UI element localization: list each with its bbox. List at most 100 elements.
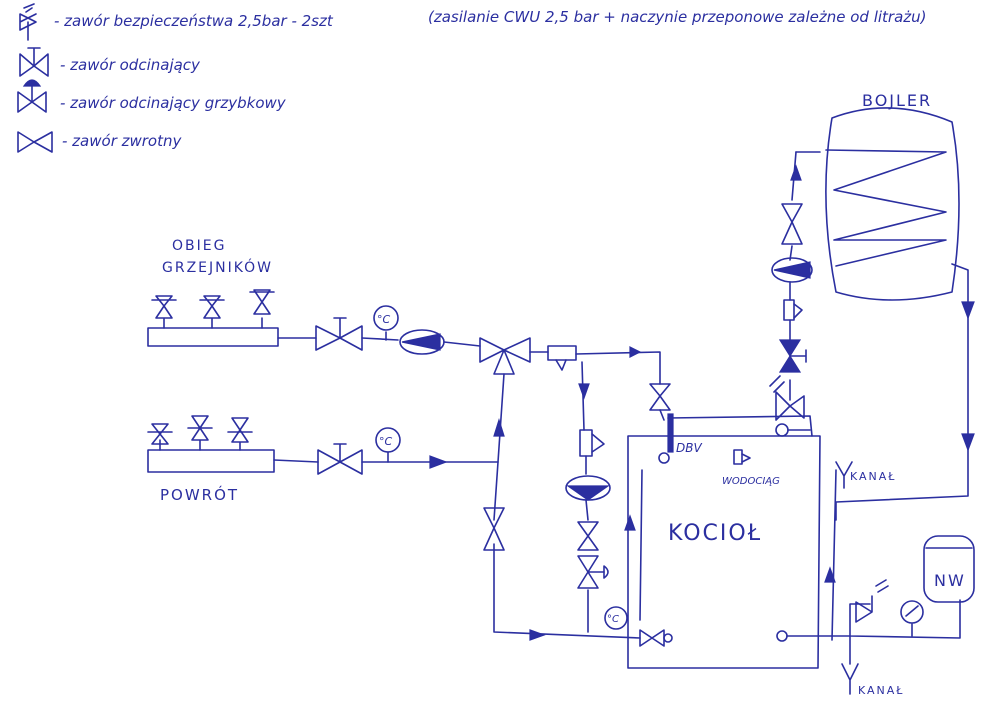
- return-thermometer: °C: [375, 427, 401, 463]
- supply-manifold-valve-3: [249, 289, 275, 329]
- return-manifold-valve-2: [187, 415, 213, 451]
- return-manifold-valve-1: [147, 423, 173, 451]
- flow-arrow-down-mid: [578, 383, 590, 400]
- furnace-outline: [627, 435, 821, 669]
- expansion-group: NW KANAŁ: [841, 535, 975, 697]
- flow-arrow-down-boiler: [961, 301, 975, 320]
- filter-icon: [579, 429, 593, 457]
- bypass-pipe: [493, 373, 641, 639]
- legend-note-line1: (zasilanie CWU 2,5 bar + naczynie przepo…: [428, 8, 927, 26]
- supply-thermometer: °C: [373, 305, 399, 341]
- radiator-supply-label-1: OBIEG: [172, 238, 226, 254]
- shutoff-valve-icon: [19, 47, 49, 77]
- furnace-return-line: °C: [565, 361, 673, 647]
- mixer-actuator: [547, 345, 577, 361]
- flow-arrow-up-furnace-left: [624, 514, 636, 531]
- return-label: POWRÓT: [160, 485, 239, 504]
- supply-pump-icon: [399, 329, 445, 355]
- mid-mushroom-valve: [577, 555, 609, 589]
- flow-arrow-up-furnace-right: [824, 566, 836, 583]
- mushroom-shutoff-valve-icon: [17, 79, 47, 113]
- legend-check-valve-text: - zawór zwrotny: [62, 132, 183, 150]
- drain-bottom-icon: [841, 663, 859, 695]
- supply-manifold-valve-1: [151, 295, 177, 329]
- drain-right-icon: [835, 461, 853, 489]
- furnace-supply-check-valve: [649, 383, 671, 411]
- supply-manifold-valve-2: [199, 295, 225, 329]
- supply-shutoff-valve: [315, 317, 363, 351]
- furnace-side-pipes: [639, 469, 837, 641]
- filter-arrow: [591, 433, 605, 453]
- drain-right-label: KANAŁ: [850, 470, 896, 483]
- expansion-pipe: [849, 599, 961, 639]
- water-mains-arrow: [741, 453, 751, 463]
- supply-manifold: [147, 327, 279, 347]
- water-mains-label: WODOCIĄG: [722, 476, 780, 487]
- return-pipe: [273, 459, 499, 463]
- legend-safety-valve-text: - zawór bezpieczeństwa 2,5bar - 2szt: [54, 12, 334, 30]
- radiator-return-circuit: POWRÓT °C: [147, 415, 499, 504]
- expansion-vessel: NW: [923, 535, 975, 603]
- return-shutoff-valve: [317, 443, 363, 475]
- radiator-supply-circuit: OBIEG GRZEJNIKÓW °C: [147, 238, 661, 385]
- flow-arrow-up-cwu: [790, 164, 802, 181]
- cwu-check-valve: [781, 203, 803, 245]
- drain-right: KANAŁ: [835, 461, 896, 489]
- pressure-gauge: [900, 600, 924, 637]
- flow-arrow-right-bottom: [529, 629, 546, 641]
- legend-shutoff-valve-text: - zawór odcinający: [60, 56, 201, 74]
- actuator-leg: [555, 359, 567, 371]
- flow-arrow-up-bypass: [493, 417, 505, 437]
- furnace-top-pipe: [667, 415, 813, 437]
- mid-thermometer-label: °C: [607, 614, 619, 625]
- boiler: BOJLER: [825, 91, 975, 521]
- cwu-shutoff-valve: [778, 339, 807, 373]
- mid-check-valve: [577, 521, 599, 551]
- dbv-port: [658, 452, 670, 464]
- mid-thermometer: °C: [604, 606, 628, 630]
- flow-arrow-left: [629, 346, 642, 358]
- hot-water-line: [769, 151, 821, 437]
- drain-bottom: KANAŁ: [841, 663, 904, 697]
- return-manifold-valve-3: [227, 417, 253, 451]
- supply-pipe: [277, 337, 399, 341]
- dbv-label: DBV: [676, 441, 702, 455]
- expansion-safety-valve: [855, 579, 889, 623]
- cwu-filter-arrow: [793, 303, 803, 319]
- cwu-furnace-port: [775, 423, 789, 437]
- return-manifold: [147, 449, 275, 473]
- supply-thermometer-label: °C: [377, 313, 391, 326]
- dbv-valve: [667, 413, 674, 453]
- legend: - zawór bezpieczeństwa 2,5bar - 2szt - z…: [17, 3, 927, 153]
- check-valve-icon: [17, 131, 53, 153]
- return-thermometer-label: °C: [379, 435, 393, 448]
- flow-arrow-right: [429, 455, 448, 469]
- return-from-furnace-pipe: [575, 351, 661, 385]
- boiler-coil: [825, 149, 947, 267]
- cwu-filter: [783, 299, 795, 321]
- drain-bottom-label: KANAŁ: [858, 684, 904, 697]
- mixer-bypass: [483, 373, 641, 641]
- return-pump-icon: [565, 475, 611, 501]
- water-mains-tap: [733, 449, 743, 465]
- furnace-return-check-valve: [639, 629, 673, 647]
- furnace: KOCIOŁ DBV WODOCIĄG: [624, 383, 851, 669]
- boiler-return-pipe: [835, 263, 969, 521]
- bypass-check-valve: [483, 507, 505, 551]
- three-way-mixing-valve: [479, 337, 531, 375]
- supply-pipe-to-mixer: [443, 341, 481, 347]
- furnace-supply-pipe: [659, 409, 665, 421]
- safety-valve-icon: [19, 3, 37, 41]
- boiler-tank: [825, 107, 960, 301]
- radiator-supply-label-2: GRZEJNIKÓW: [162, 258, 273, 276]
- furnace-outlet-port: [776, 630, 788, 642]
- boiler-label: BOJLER: [862, 91, 932, 110]
- cwu-safety-valve: [769, 375, 805, 421]
- flow-arrow-down-boiler-2: [961, 433, 975, 452]
- furnace-label: KOCIOŁ: [668, 521, 762, 546]
- legend-mushroom-valve-text: - zawór odcinający grzybkowy: [60, 94, 287, 112]
- cwu-pump-icon: [771, 257, 813, 283]
- expansion-vessel-label: NW: [934, 571, 966, 590]
